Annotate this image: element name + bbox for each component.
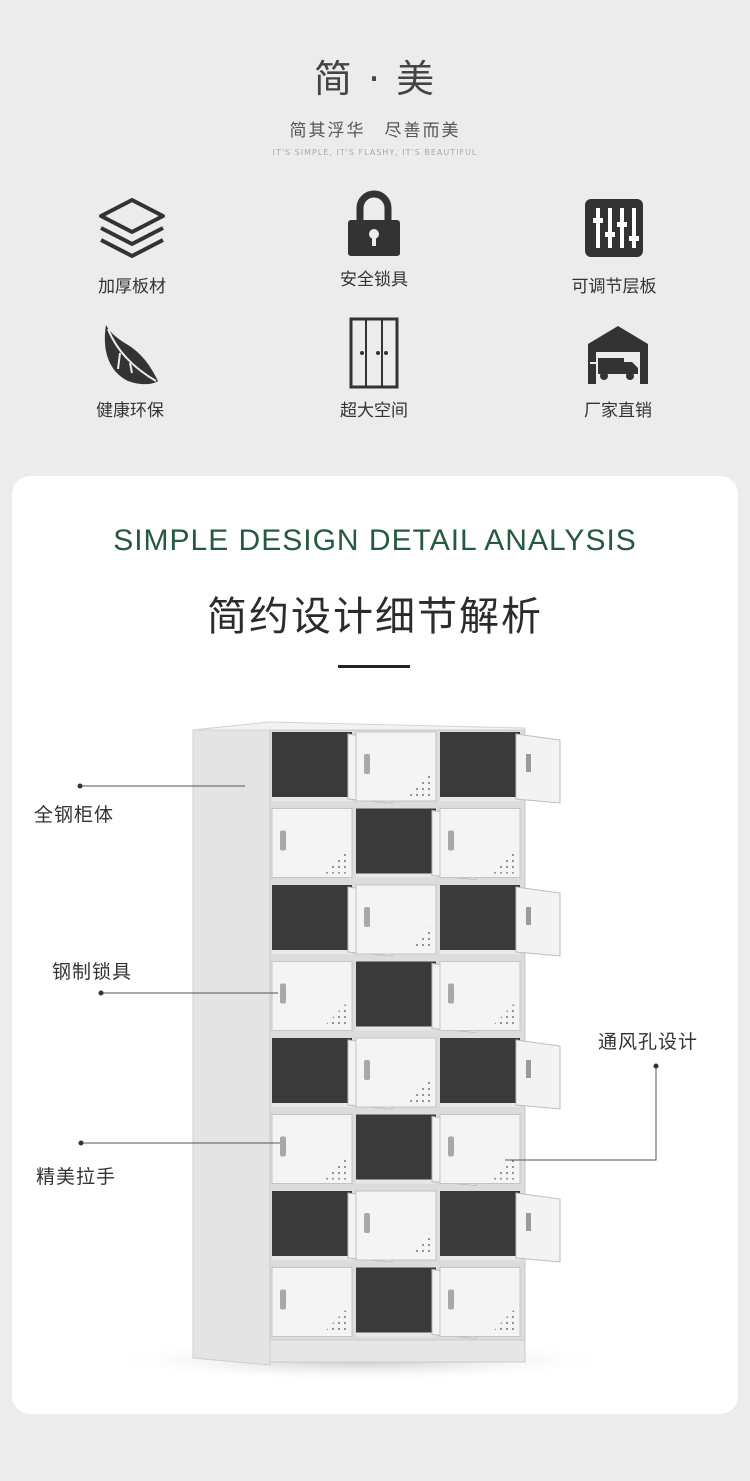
wardrobe-icon [294,316,454,390]
feature-label: 可调节层板 [571,277,657,297]
compartment-shelf [440,950,520,954]
page-subtitle-en: IT'S SIMPLE, IT'S FLASHY, IT'S BEAUTIFUL [272,148,478,157]
open-door [515,1192,561,1263]
feature-label: 超大空间 [340,401,408,421]
open-compartment [272,732,352,801]
door-handle [280,1289,286,1310]
vent-holes [408,1231,432,1256]
feature-thick-board: 加厚板材 [52,190,212,297]
callout-steel-body: 全钢柜体 [34,804,115,826]
door-handle [526,1060,531,1078]
compartment-shelf [356,873,436,878]
open-compartment [440,1038,520,1107]
door-handle [526,1213,531,1231]
open-door [515,1039,561,1110]
detail-title-cn: 简约设计细节解析 [207,594,543,640]
door-handle [448,983,454,1004]
feature-label: 健康环保 [96,401,164,421]
vent-holes [492,1001,516,1027]
vent-holes [408,772,432,797]
open-compartment [272,1038,352,1107]
page-title: 简 · 美 [313,57,437,101]
feature-label: 厂家直销 [584,401,652,421]
feature-adjustable-shelf: 可调节层板 [534,190,694,297]
door-handle [364,1060,370,1080]
open-compartment [272,885,352,954]
door-handle [364,1213,370,1233]
open-door [515,733,561,804]
compartment-shelf [272,1256,352,1260]
compartment-shelf [440,1256,520,1260]
open-compartment [440,885,520,954]
feature-space: 超大空间 [294,316,454,421]
open-door [515,886,561,957]
feature-eco: 健康环保 [50,318,210,421]
open-compartment [356,961,436,1031]
door-handle [526,907,531,925]
factory-truck-icon [538,318,698,390]
compartment-shelf [440,1103,520,1107]
door-handle [280,983,286,1004]
open-compartment [356,1114,436,1184]
leaf-icon [50,318,210,390]
padlock-icon [294,183,454,265]
door-handle [526,754,531,772]
door-handle [280,830,286,851]
compartment-shelf [356,1179,436,1184]
open-compartment [356,1267,436,1337]
feature-safe-lock: 安全锁具 [294,183,454,290]
page-subtitle: 简其浮华 尽善而美 [289,121,461,141]
door-handle [364,907,370,927]
vent-holes [408,925,432,950]
compartment-shelf [272,1103,352,1107]
vent-holes [408,1078,432,1103]
layers-icon [52,190,212,266]
detail-title-en: SIMPLE DESIGN DETAIL ANALYSIS [113,524,637,557]
title-divider [338,665,410,668]
feature-factory-direct: 厂家直销 [538,318,698,421]
feature-label: 安全锁具 [340,270,408,290]
open-compartment [440,732,520,801]
compartment-shelf [356,1332,436,1337]
open-compartment [356,808,436,878]
compartment-shelf [272,797,352,801]
vent-holes [324,848,348,874]
door-handle [364,754,370,774]
vent-holes [492,848,516,874]
vent-holes [492,1307,516,1333]
adjust-sliders-icon [534,190,694,266]
open-compartment [272,1191,352,1260]
vent-holes [324,1154,348,1180]
vent-holes [324,1001,348,1027]
feature-label: 加厚板材 [98,277,166,297]
callout-steel-lock: 钢制锁具 [52,961,133,983]
callout-handle: 精美拉手 [36,1166,117,1188]
compartment-shelf [440,797,520,801]
vent-holes [324,1307,348,1333]
door-handle [448,1136,454,1157]
door-handle [448,830,454,851]
open-compartment [440,1191,520,1260]
compartment-shelf [272,950,352,954]
callout-vent-design: 通风孔设计 [598,1031,699,1053]
compartment-shelf [356,1026,436,1031]
door-handle [448,1289,454,1310]
vent-holes [492,1154,516,1180]
door-handle [280,1136,286,1157]
